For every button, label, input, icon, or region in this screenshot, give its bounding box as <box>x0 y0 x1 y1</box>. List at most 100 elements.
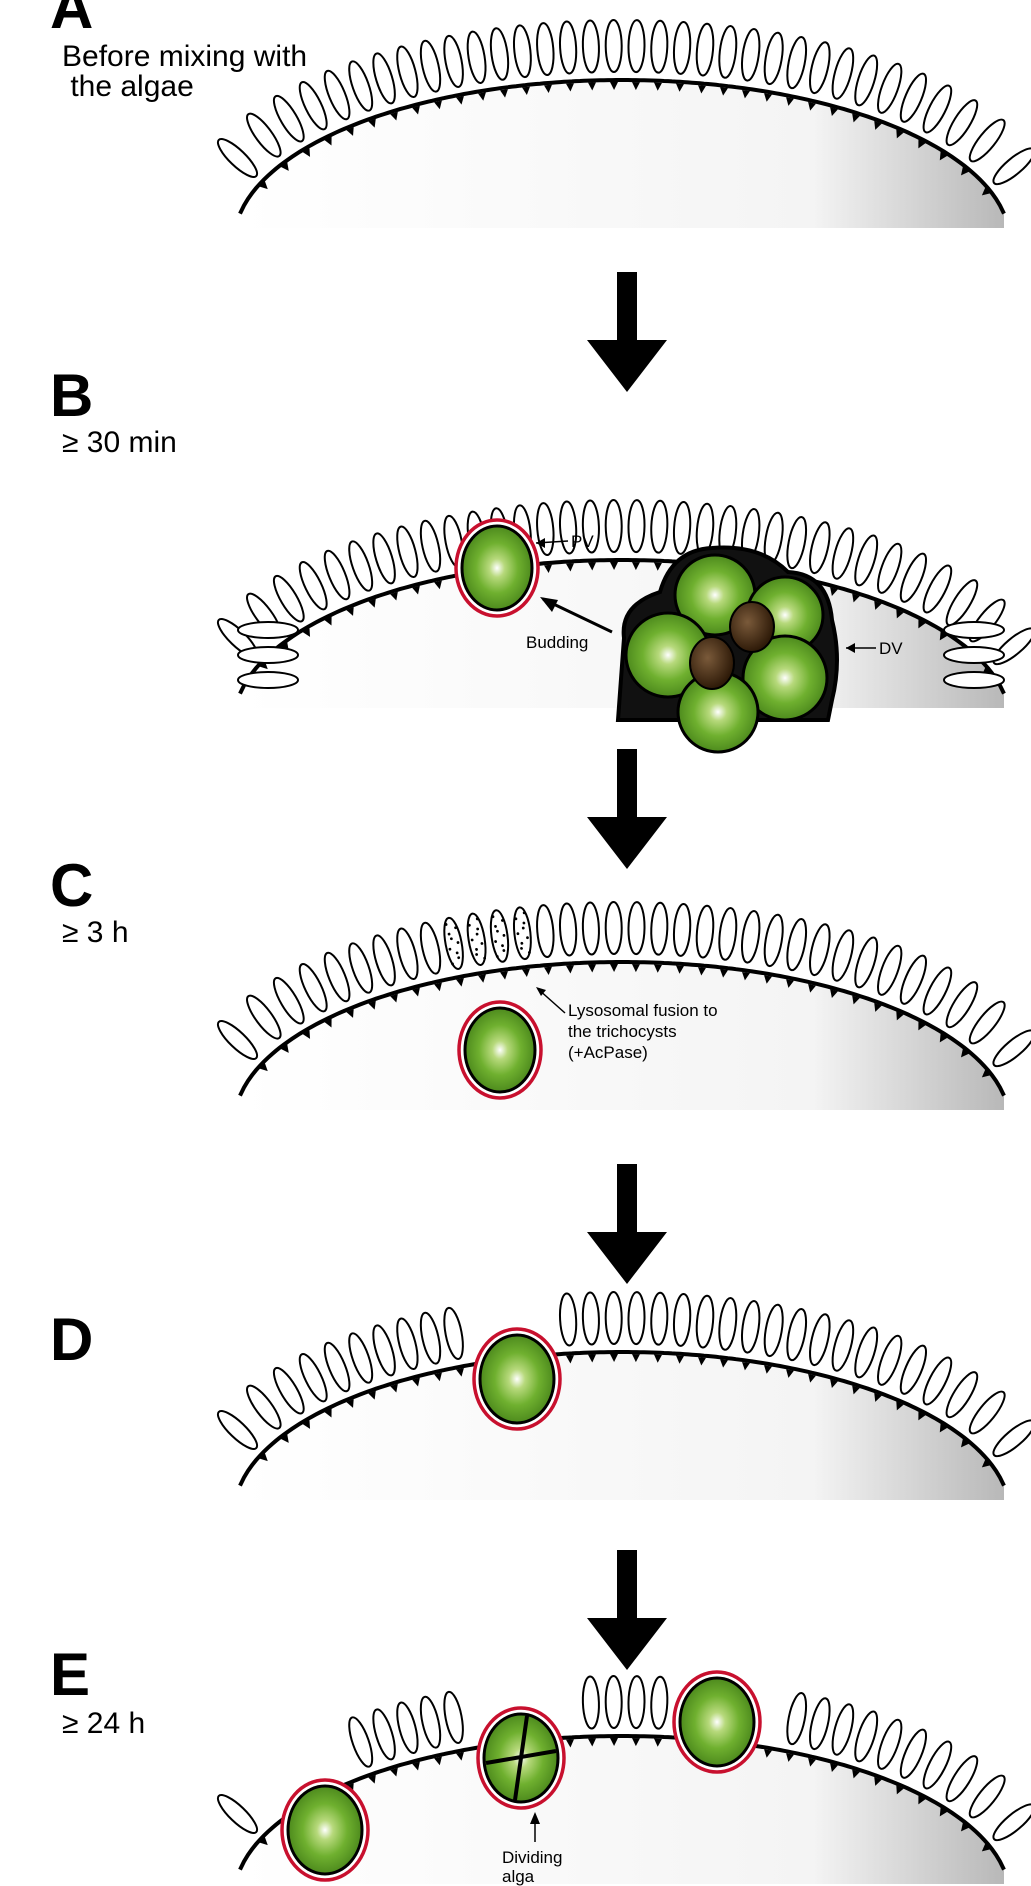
trichocyst <box>558 1292 578 1347</box>
basal-knob <box>960 166 970 176</box>
basal-knob <box>896 1401 904 1411</box>
trichocyst <box>512 906 532 961</box>
basal-knob <box>412 105 420 115</box>
basal-knob <box>456 1752 464 1761</box>
trichocyst <box>992 147 1031 186</box>
trichocyst <box>899 1728 928 1779</box>
perialgal-vacuole <box>454 518 540 618</box>
basal-knob <box>259 1452 268 1462</box>
basal-knob <box>456 978 464 987</box>
trichocyst <box>372 934 396 987</box>
basal-knob <box>786 1753 794 1762</box>
panel-letter-d: D <box>50 1306 94 1373</box>
arrow-b-to-c <box>587 749 667 869</box>
panel-letter-b: B <box>50 362 94 429</box>
trichocyst <box>581 19 600 74</box>
trichocyst <box>877 542 903 594</box>
cell-panel-b: PV Budding DV <box>216 499 1031 754</box>
trichocyst <box>968 1000 1006 1045</box>
basal-knob <box>259 1836 268 1846</box>
lysosome-label-3: (+AcPase) <box>568 1043 648 1062</box>
basal-knob <box>698 967 706 976</box>
trichocyst <box>372 52 396 105</box>
panel-letter-e: E <box>50 1641 91 1708</box>
perialgal-vacuole <box>457 1000 543 1100</box>
cell-e-membrane-group <box>216 1675 1031 1884</box>
basal-knob <box>434 100 442 110</box>
trichocyst <box>650 1675 669 1730</box>
basal-knob <box>939 1423 948 1433</box>
basal-knob <box>786 1369 794 1378</box>
trichocyst <box>298 963 328 1013</box>
basal-knob <box>654 1738 662 1747</box>
basal-knob <box>478 92 486 101</box>
cell-membrane <box>238 1734 1006 1871</box>
basal-knob <box>302 1419 311 1429</box>
trichocyst <box>298 81 328 131</box>
basal-knob <box>742 89 750 99</box>
trichocyst <box>650 1291 669 1346</box>
trichocyst <box>272 94 305 143</box>
basal-knob <box>566 563 574 572</box>
basal-knob <box>522 968 530 977</box>
trichocyst <box>650 19 669 74</box>
basal-knob <box>368 118 376 128</box>
trichocyst <box>672 1292 692 1347</box>
basal-knob <box>588 82 596 91</box>
trichocyst <box>650 901 669 956</box>
basal-knob <box>874 1392 882 1402</box>
trichocyst <box>695 22 715 77</box>
trichocyst <box>604 19 623 73</box>
cell-membrane <box>238 78 1006 215</box>
basal-knob <box>918 139 926 149</box>
trichocyst <box>558 902 578 957</box>
trichocyst <box>992 1029 1031 1068</box>
trichocyst <box>718 907 738 961</box>
basal-knob <box>412 987 420 997</box>
trichocyst <box>672 500 692 555</box>
dv-label: DV <box>879 639 903 658</box>
basal-knob <box>764 93 772 102</box>
basal-knob <box>566 1355 574 1364</box>
trichocyst <box>945 1755 979 1803</box>
trichocyst <box>348 942 374 994</box>
cell-panel-a <box>216 19 1031 228</box>
trichocyst <box>695 1294 715 1349</box>
trichocyst <box>627 901 646 956</box>
arrow-c-to-d <box>587 1164 667 1284</box>
trichocyst <box>512 24 532 79</box>
basal-knob <box>852 1769 860 1779</box>
caption-line-2: the algae <box>62 70 194 103</box>
basal-knob <box>368 1390 376 1400</box>
basal-knob <box>302 627 311 637</box>
basal-knob <box>346 1398 354 1408</box>
basal-knob <box>280 1044 289 1053</box>
trichocyst <box>558 20 578 75</box>
cytoplasm <box>240 962 1004 1110</box>
trichocyst <box>877 944 903 996</box>
basal-knob <box>632 562 640 571</box>
basal-knob <box>632 1738 640 1747</box>
trichocyst <box>216 1020 259 1060</box>
trichocyst <box>323 69 351 121</box>
basal-knob <box>368 1774 376 1784</box>
basal-knob <box>566 965 574 974</box>
trichocyst <box>246 1384 282 1430</box>
basal-knob <box>544 564 552 573</box>
trichocyst <box>581 499 600 554</box>
panel-letter-c: C <box>50 852 94 919</box>
basal-knob <box>324 1018 332 1028</box>
trichocyst <box>763 1303 784 1358</box>
basal-knob <box>676 965 684 974</box>
basal-knob <box>632 82 640 91</box>
trichocyst <box>922 84 953 134</box>
trichocyst <box>443 34 464 88</box>
trichocyst <box>396 525 419 579</box>
trichocyst <box>899 1344 928 1395</box>
trichocyst <box>831 1703 855 1756</box>
arrow-a-to-b <box>587 272 667 392</box>
basal-knob <box>610 963 618 972</box>
basal-knob <box>981 1069 991 1078</box>
basal-knob <box>896 609 904 619</box>
trichocyst <box>272 1366 305 1415</box>
